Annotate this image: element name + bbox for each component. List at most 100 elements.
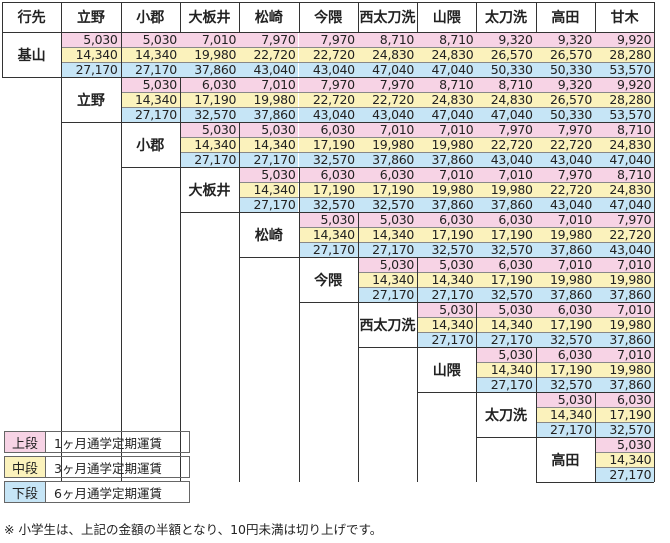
fare-cell: 19,980 [476, 182, 536, 197]
grid-line [2, 32, 655, 33]
fare-cell: 32,570 [476, 242, 536, 257]
fare-cell: 14,340 [535, 407, 595, 422]
grid-line [179, 152, 655, 153]
fare-cell: 9,920 [595, 32, 655, 47]
fare-cell: 47,040 [417, 107, 477, 122]
fare-cell: 7,010 [595, 257, 655, 272]
fare-cell: 17,190 [595, 407, 655, 422]
row-header: 松崎 [254, 227, 283, 244]
row-header: 立野 [76, 92, 105, 109]
fare-cell: 8,710 [595, 167, 655, 182]
fare-cell: 17,190 [476, 272, 536, 287]
column-header: 太刀洗 [485, 10, 528, 26]
fare-cell: 8,710 [476, 77, 536, 92]
grid-line [239, 257, 655, 258]
fare-cell: 37,860 [179, 62, 240, 77]
fare-cell: 27,170 [239, 197, 299, 212]
fare-cell: 6,030 [476, 257, 536, 272]
grid-line [120, 92, 655, 93]
fare-cell: 7,010 [179, 32, 240, 47]
fare-cell: 14,340 [595, 452, 655, 467]
fare-cell: 7,010 [595, 347, 655, 362]
grid-line [120, 2, 122, 32]
fare-cell: 28,280 [595, 92, 655, 107]
fare-cell: 7,970 [357, 77, 418, 92]
grid-line [476, 2, 478, 32]
fare-cell: 32,570 [298, 152, 358, 167]
grid-line [417, 332, 655, 333]
fare-cell: 5,030 [120, 77, 180, 92]
fare-cell: 22,720 [595, 227, 655, 242]
fare-cell: 14,340 [476, 362, 536, 377]
grid-line [120, 167, 655, 168]
fare-cell: 9,320 [535, 77, 595, 92]
row-header: 高田 [551, 452, 580, 469]
fare-cell: 27,170 [417, 332, 477, 347]
fare-cell: 43,040 [535, 152, 595, 167]
fare-cell: 22,720 [476, 137, 536, 152]
fare-cell: 7,970 [239, 32, 299, 47]
fare-cell: 19,980 [535, 272, 595, 287]
grid-line [595, 467, 655, 468]
fare-cell: 8,710 [357, 32, 418, 47]
fare-cell: 7,970 [298, 32, 358, 47]
fare-cell: 47,040 [476, 107, 536, 122]
row-header: 山隈 [432, 362, 461, 379]
legend-desc: 3ヶ月通学定期運賃 [46, 456, 190, 478]
fare-cell: 17,190 [535, 317, 595, 332]
grid-line [595, 392, 596, 482]
fare-cell: 19,980 [595, 272, 655, 287]
fare-cell: 14,340 [417, 272, 477, 287]
fare-cell: 19,980 [179, 47, 240, 62]
fare-cell: 22,720 [298, 92, 358, 107]
fare-cell: 14,340 [298, 227, 358, 242]
fare-cell: 7,010 [476, 167, 536, 182]
legend-row-3month: 中段 3ヶ月通学定期運賃 [4, 456, 190, 478]
row-header: 今隈 [314, 272, 343, 289]
fare-cell: 8,710 [417, 32, 477, 47]
fare-cell: 26,570 [476, 47, 536, 62]
fare-cell: 7,010 [239, 77, 299, 92]
fare-cell: 27,170 [357, 287, 418, 302]
grid-line [535, 347, 537, 482]
grid-line [654, 2, 656, 482]
fare-cell: 43,040 [357, 107, 418, 122]
fare-cell: 24,830 [595, 182, 655, 197]
fare-cell: 37,860 [595, 332, 655, 347]
grid-line [61, 122, 655, 123]
fare-cell: 7,970 [595, 212, 655, 227]
fare-cell: 9,320 [476, 32, 536, 47]
fare-cell: 37,860 [239, 107, 299, 122]
fare-cell: 5,030 [417, 302, 477, 317]
fare-cell: 14,340 [120, 47, 180, 62]
fare-cell: 32,570 [535, 332, 595, 347]
grid-line [179, 77, 181, 482]
grid-line [239, 197, 655, 198]
fare-cell: 43,040 [298, 107, 358, 122]
fare-cell: 37,860 [357, 152, 418, 167]
fare-cell: 22,720 [357, 92, 418, 107]
fare-cell: 17,190 [298, 182, 358, 197]
fare-cell: 26,570 [535, 92, 595, 107]
grid-line [417, 257, 419, 482]
footnote: ※ 小学生は、上記の金額の半額となり、10円未満は切り上げです。 [4, 522, 383, 537]
fare-cell: 14,340 [417, 317, 477, 332]
fare-cell: 22,720 [239, 47, 299, 62]
grid-line [120, 107, 655, 108]
legend-row-1month: 上段 1ヶ月通学定期運賃 [4, 431, 190, 453]
grid-line [2, 77, 655, 78]
fare-cell: 6,030 [179, 77, 240, 92]
fare-cell: 24,830 [595, 137, 655, 152]
column-header: 今隈 [314, 10, 343, 26]
column-header: 大板井 [188, 10, 231, 26]
grid-line [298, 2, 300, 32]
fare-cell: 27,170 [120, 107, 180, 122]
grid-line [476, 437, 655, 438]
grid-line [2, 2, 655, 3]
fare-cell: 6,030 [476, 212, 536, 227]
fare-cell: 47,040 [595, 197, 655, 212]
grid-line [179, 212, 655, 213]
fare-cell: 19,980 [357, 137, 418, 152]
fare-cell: 14,340 [179, 137, 240, 152]
fare-cell: 19,980 [417, 137, 477, 152]
